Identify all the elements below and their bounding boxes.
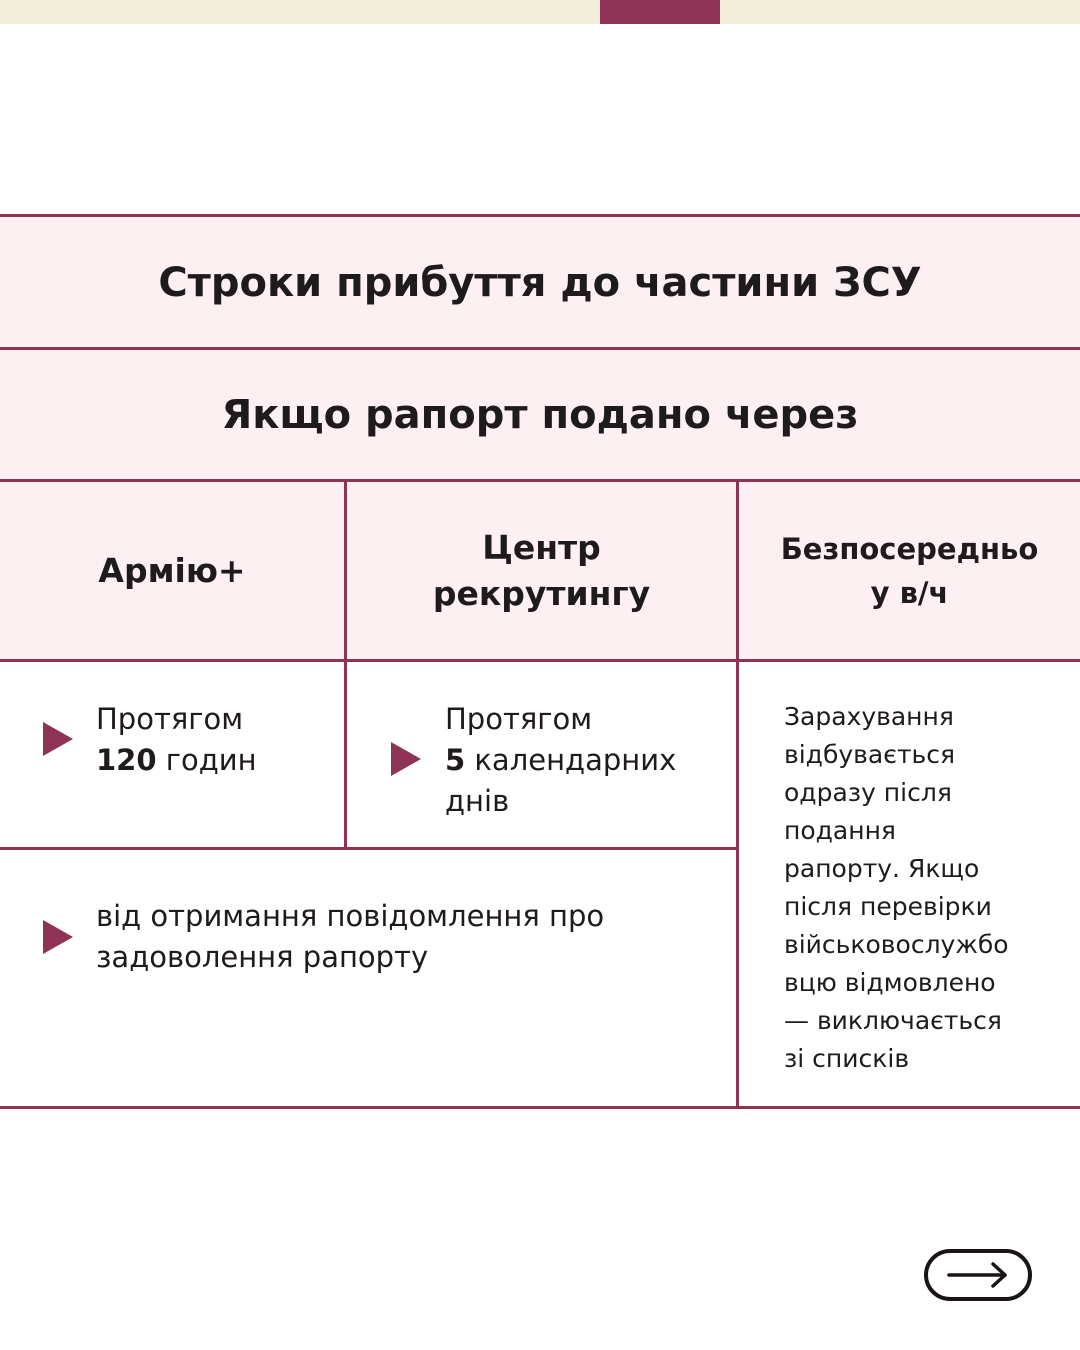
rule-mid: [0, 847, 739, 850]
column-header-army-line1: Армію+: [98, 551, 246, 590]
direct-note-line2: відбувається: [784, 740, 956, 769]
column-header-direct: Безпосередньо у в/ч: [739, 482, 1080, 660]
title-band: [0, 217, 1080, 348]
shared-note-line2: задоволення рапорту: [96, 940, 429, 974]
shared-note-line1: від отримання повідомлення про: [96, 899, 605, 933]
subtitle-band: [0, 350, 1080, 480]
divider-right: [736, 481, 739, 1108]
direct-note-line8: вцю відмовлено: [784, 968, 996, 997]
column-header-direct-line1: Безпосередньо: [780, 532, 1039, 566]
direct-note-line9: — виключається: [784, 1006, 1002, 1035]
army-deadline-unit: годин: [156, 743, 257, 777]
column-header-army: Армію+: [0, 482, 344, 660]
rule-title-bottom: [0, 347, 1080, 350]
column-header-recruiting-line1: Центр: [482, 528, 601, 567]
direct-note-line1: Зарахування: [784, 702, 954, 731]
recruit-deadline-unit-line3: днів: [445, 784, 510, 818]
rule-header-bottom: [0, 659, 1080, 662]
column-header-recruiting: Центр рекрутингу: [347, 482, 736, 660]
army-deadline-number: 120: [96, 743, 157, 777]
recruit-deadline-text: Протягом 5 календарних днів: [445, 699, 730, 822]
column-header-recruiting-line2: рекрутингу: [432, 574, 651, 613]
army-deadline-prefix: Протягом: [96, 702, 244, 736]
rule-bottom: [0, 1106, 1080, 1109]
direct-note-line3: одразу після: [784, 778, 952, 807]
table-title: Строки прибуття до частини ЗСУ: [158, 259, 922, 306]
table-subtitle: Якщо рапорт подано через: [221, 392, 859, 438]
recruit-deadline-unit: календарних: [465, 743, 677, 777]
rule-subtitle-bottom: [0, 479, 1080, 482]
recruit-deadline-prefix: Протягом: [445, 702, 593, 736]
arrow-right-icon: [947, 1262, 1007, 1288]
direct-note-line6: після перевірки: [784, 892, 992, 921]
triangle-right-icon: [43, 920, 73, 954]
direct-note-line4: подання: [784, 816, 896, 845]
recruit-deadline-value: 5 календарних: [445, 740, 730, 781]
army-deadline-text: Протягом 120 годин: [96, 699, 336, 781]
top-tab-indicator: [600, 0, 720, 24]
rule-top: [0, 214, 1080, 217]
direct-note-line10: зі списків: [784, 1044, 910, 1073]
army-deadline-value: 120 годин: [96, 740, 336, 781]
direct-note-text: Зарахування відбувається одразу після по…: [784, 698, 1074, 1078]
header-band: [0, 482, 1080, 660]
triangle-right-icon: [43, 722, 73, 756]
shared-note-text: від отримання повідомлення про задоволен…: [96, 896, 726, 978]
triangle-right-icon: [391, 742, 421, 776]
column-header-direct-line2: у в/ч: [870, 576, 949, 610]
direct-note-line5: рапорту. Якщо: [784, 854, 980, 883]
recruit-deadline-number: 5: [445, 743, 466, 777]
divider-left: [344, 481, 347, 849]
top-strip: [0, 0, 1080, 24]
next-button[interactable]: [924, 1249, 1032, 1301]
direct-note-line7: військовослужбо: [784, 930, 1009, 959]
